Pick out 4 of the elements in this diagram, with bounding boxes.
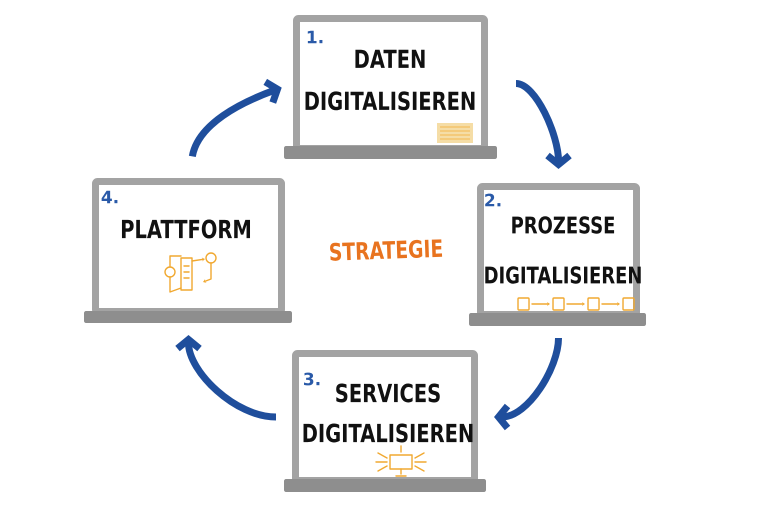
arrow xyxy=(188,78,282,158)
arrow xyxy=(175,335,276,420)
center-label: STRATEGIE xyxy=(330,239,442,261)
arrow xyxy=(494,338,562,430)
